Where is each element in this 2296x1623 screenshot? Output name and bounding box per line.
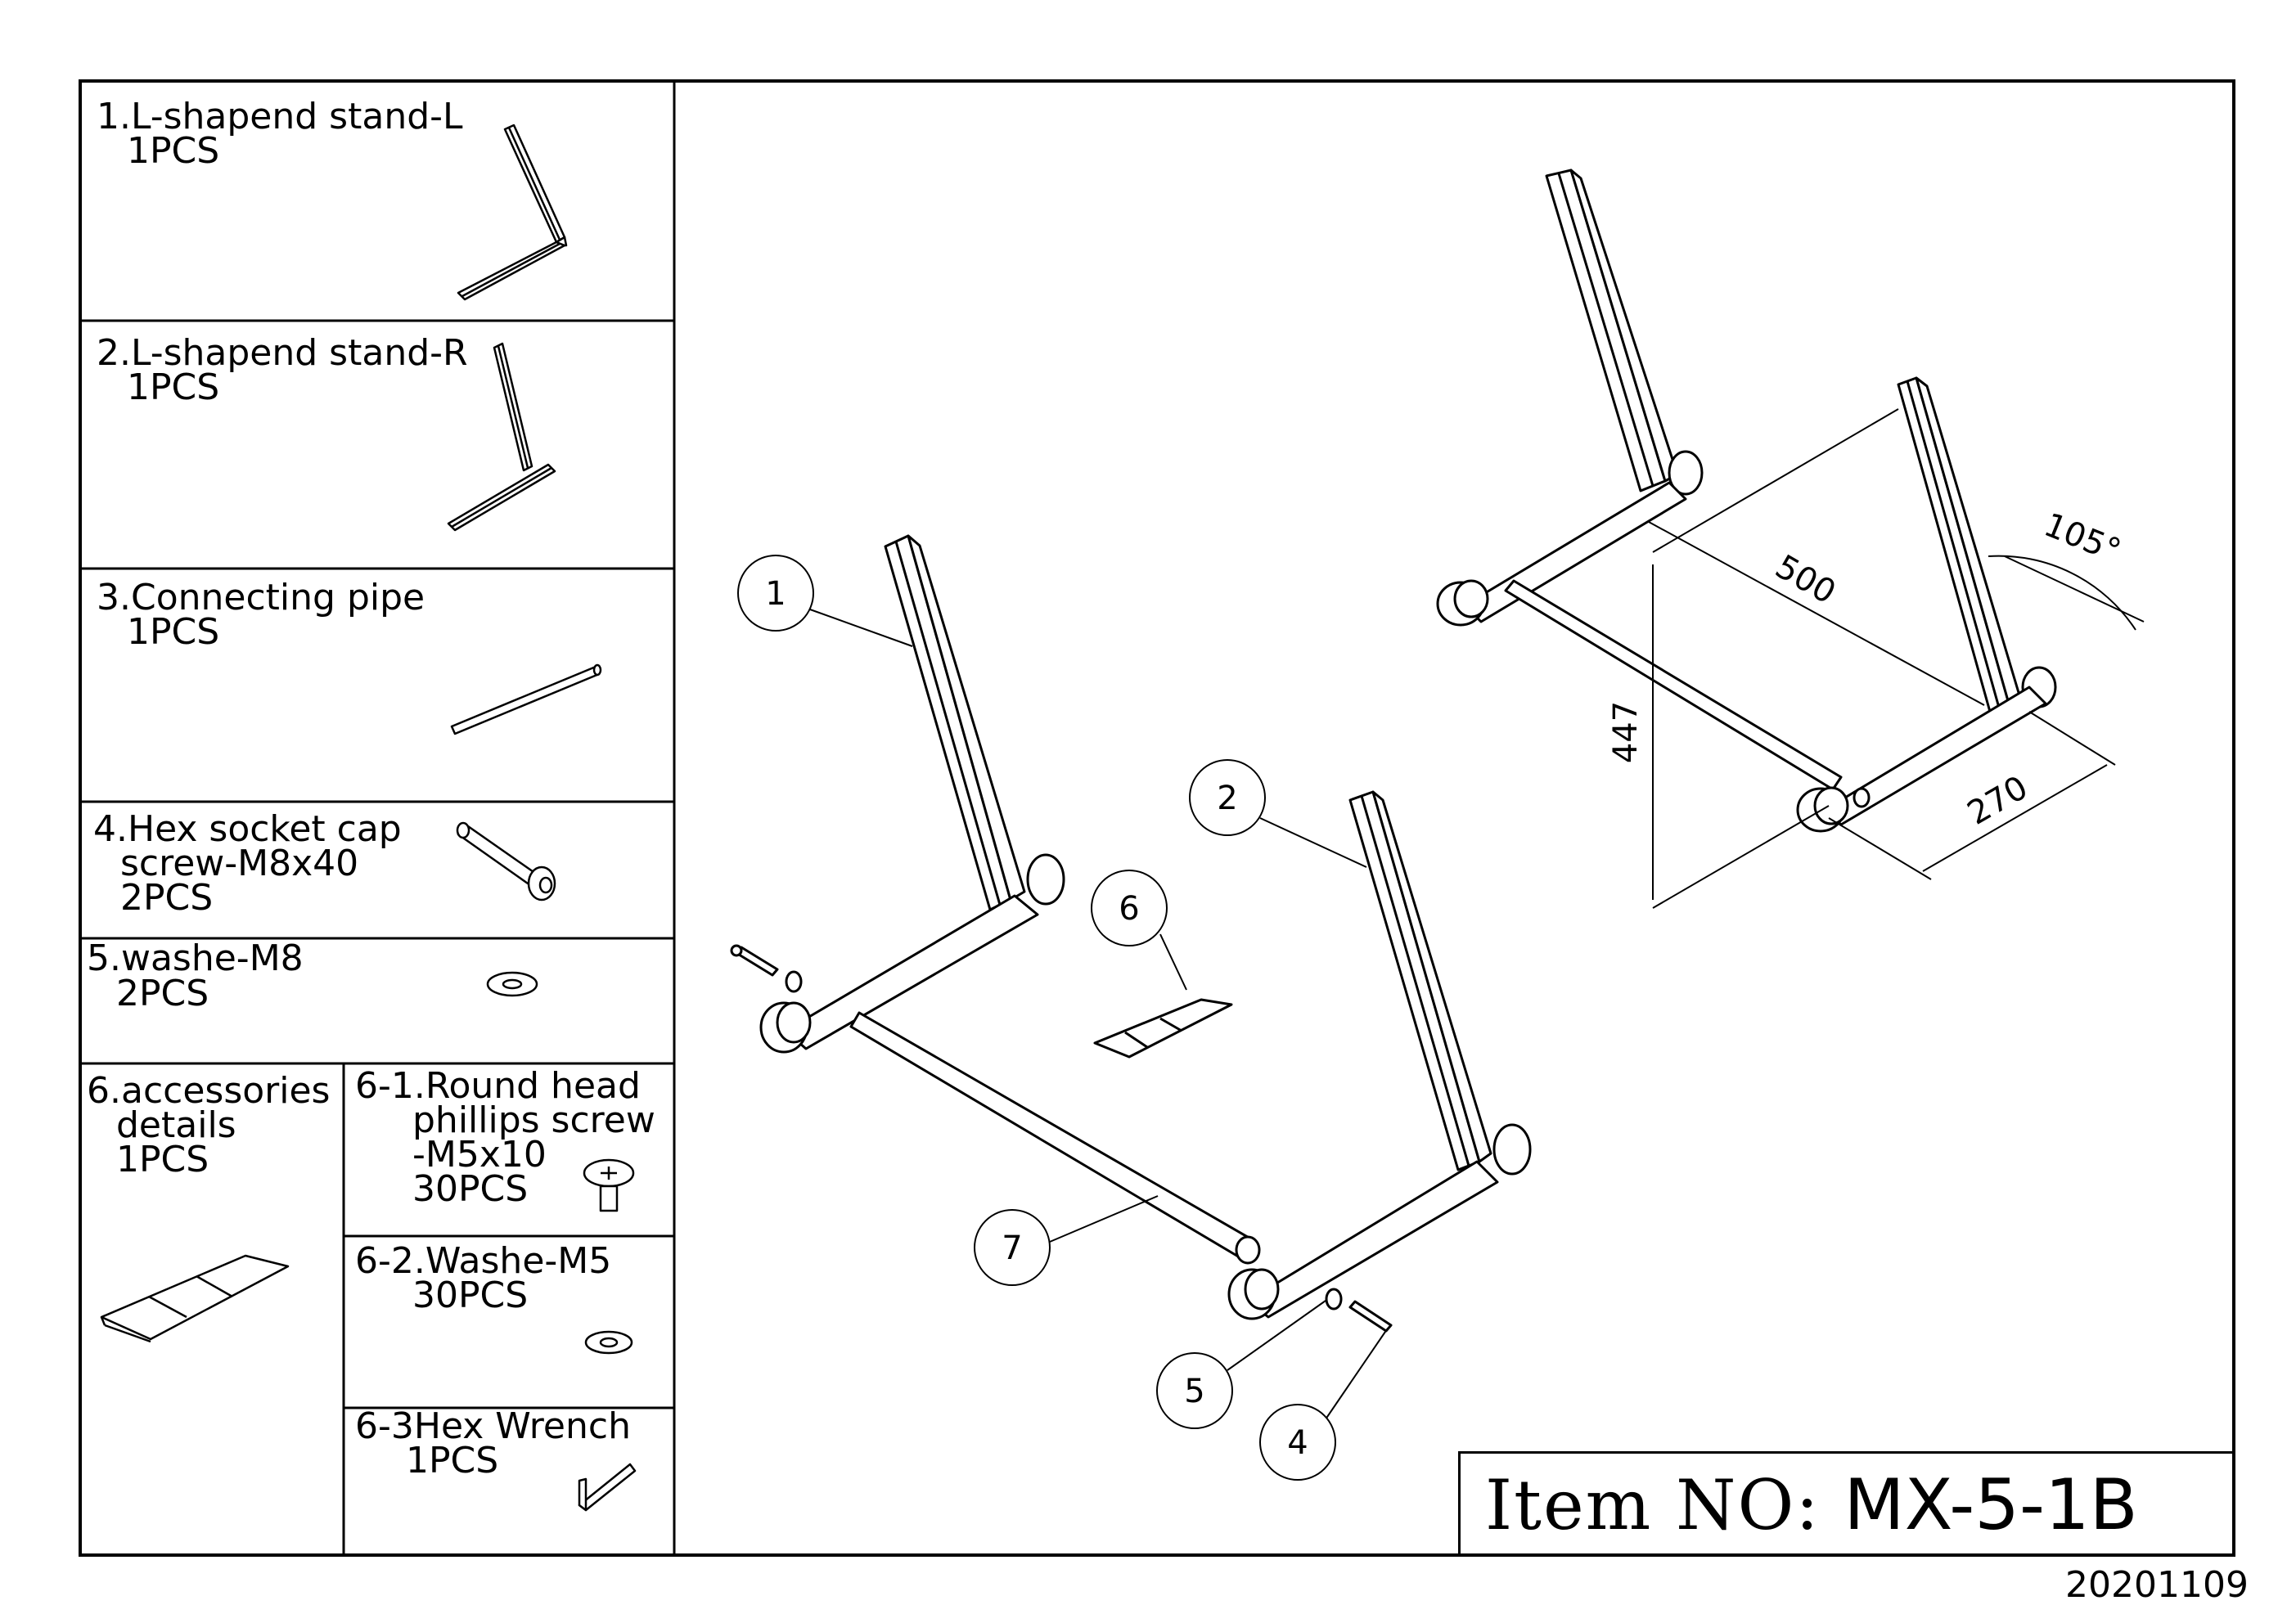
part-4-name-line2: screw-M8x40 (120, 843, 359, 884)
part6-3-thumbnail (578, 1463, 637, 1512)
part2-thumbnail (447, 342, 556, 532)
part-6-name-line2: details (116, 1104, 236, 1146)
callout-1: 1 (765, 575, 786, 613)
part-6-2-name: 6-2.Washe-M5 (355, 1240, 612, 1282)
part-1-name: 1.L-shapend stand-L (97, 96, 463, 137)
part-2-name: 2.L-shapend stand-R (97, 332, 468, 374)
part-6-1-name-line2: phillips screw (412, 1099, 655, 1141)
part-6-1-qty: 30PCS (412, 1168, 529, 1210)
part-5-qty: 2PCS (116, 973, 209, 1014)
dimension-height: 447 (1607, 701, 1645, 763)
part-4-qty: 2PCS (120, 877, 214, 919)
item-number: Item NO: MX-5-1B (1485, 1464, 2138, 1546)
part-2-qty: 1PCS (127, 366, 220, 408)
callout-2: 2 (1217, 780, 1237, 817)
part1-thumbnail (457, 124, 568, 301)
callout-7: 7 (1002, 1230, 1022, 1267)
callout-circles (737, 555, 1336, 1481)
part-6-1-name-line3: -M5x10 (412, 1134, 547, 1176)
part6-thumbnail (100, 1254, 290, 1343)
dimension-length: 500 (1769, 548, 1842, 612)
dimension-depth: 270 (1961, 769, 2034, 833)
item-number-prefix: Item NO: (1485, 1465, 1844, 1545)
part3-thumbnail (450, 663, 602, 735)
part6-1-thumbnail (583, 1158, 635, 1212)
part-6-qty: 1PCS (116, 1139, 209, 1180)
part-3-name: 3.Connecting pipe (97, 577, 425, 618)
part4-thumbnail (456, 821, 556, 901)
part-5-name: 5.washe-M8 (87, 937, 304, 979)
date-code: 20201109 (2065, 1564, 2249, 1606)
callout-6: 6 (1119, 890, 1139, 928)
part-6-3-name: 6-3Hex Wrench (355, 1405, 631, 1447)
item-number-code: MX-5-1B (1844, 1464, 2138, 1546)
part-6-3-qty: 1PCS (406, 1440, 499, 1481)
part-6-1-name-line1: 6-1.Round head (355, 1065, 641, 1107)
exploded-view (730, 169, 2057, 1333)
part5-thumbnail (486, 971, 538, 997)
dimension-lines (1648, 408, 2145, 909)
part-3-qty: 1PCS (127, 611, 220, 653)
part-4-name-line1: 4.Hex socket cap (93, 808, 402, 850)
title-block (1458, 1451, 2232, 1553)
drawing-frame (79, 79, 2235, 1557)
callout-5: 5 (1184, 1373, 1204, 1410)
part-1-qty: 1PCS (127, 130, 220, 172)
callout-leaders (809, 609, 1388, 1420)
callout-4: 4 (1287, 1424, 1308, 1462)
part-6-name-line1: 6.accessories (87, 1070, 331, 1112)
dimension-angle: 105° (2039, 506, 2127, 571)
part6-2-thumbnail (584, 1330, 633, 1355)
part-6-2-qty: 30PCS (412, 1275, 529, 1316)
